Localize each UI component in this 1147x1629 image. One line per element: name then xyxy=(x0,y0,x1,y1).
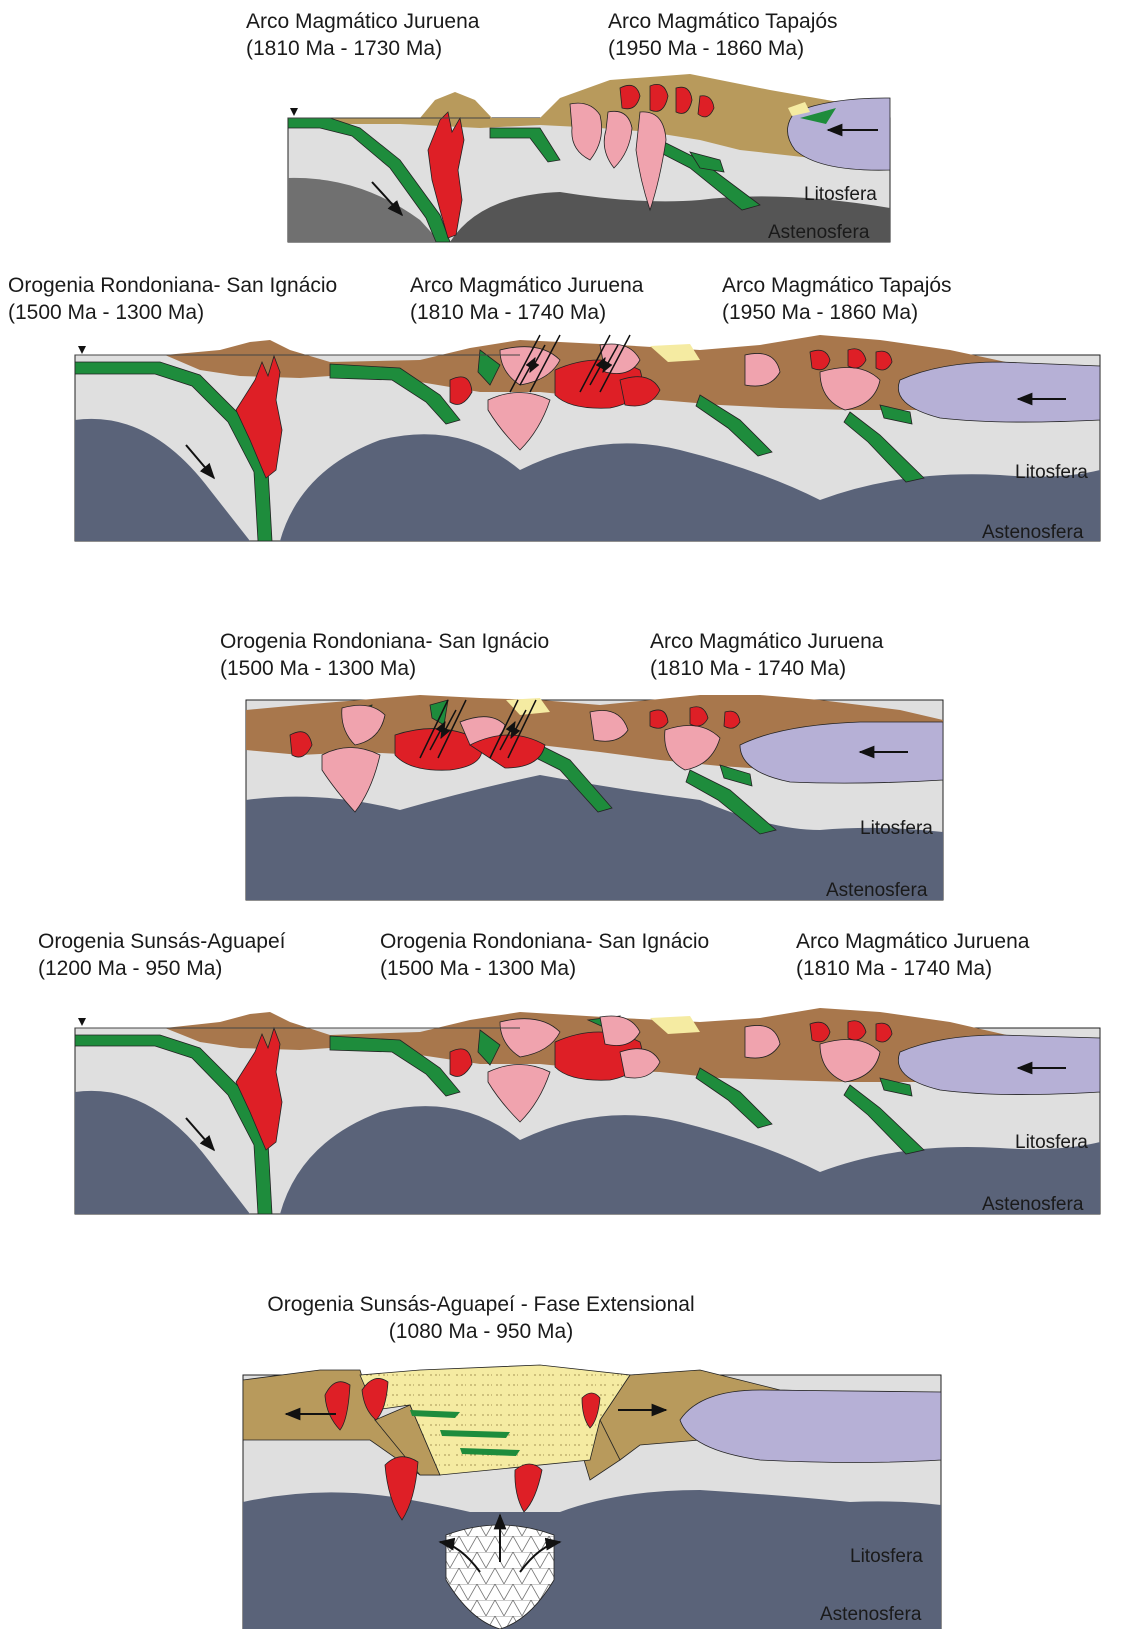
panel4-asthenosphere-label: Astenosfera xyxy=(982,1194,1084,1215)
panel3-asthenosphere-label: Astenosfera xyxy=(826,880,928,901)
panel5-lithosphere-label: Litosfera xyxy=(850,1546,923,1567)
panel2-sea-level-marker xyxy=(78,346,86,354)
panel1-section: Litosfera Astenosfera xyxy=(288,74,890,243)
panel1-asthenosphere-label: Astenosfera xyxy=(768,222,870,243)
panel1-lithosphere-label: Litosfera xyxy=(804,184,877,205)
panel3-lithosphere-label: Litosfera xyxy=(860,818,933,839)
panel2-lithosphere-label: Litosfera xyxy=(1015,462,1088,483)
panel1-sea-level-marker xyxy=(290,108,298,116)
panel4-craton xyxy=(898,1035,1100,1095)
panel2-section: Litosfera Astenosfera xyxy=(75,335,1100,543)
panel2-asthenosphere-label: Astenosfera xyxy=(982,522,1084,543)
panel5-section: Litosfera Astenosfera xyxy=(243,1365,941,1629)
panel4-section: Litosfera Astenosfera xyxy=(75,1008,1100,1215)
panel2-craton xyxy=(898,362,1100,422)
panel5-asthenosphere-label: Astenosfera xyxy=(820,1604,922,1625)
panel3-section: Litosfera Astenosfera xyxy=(246,695,943,901)
panel4-sea-level-marker xyxy=(78,1018,86,1026)
panel4-lithosphere-label: Litosfera xyxy=(1015,1132,1088,1153)
